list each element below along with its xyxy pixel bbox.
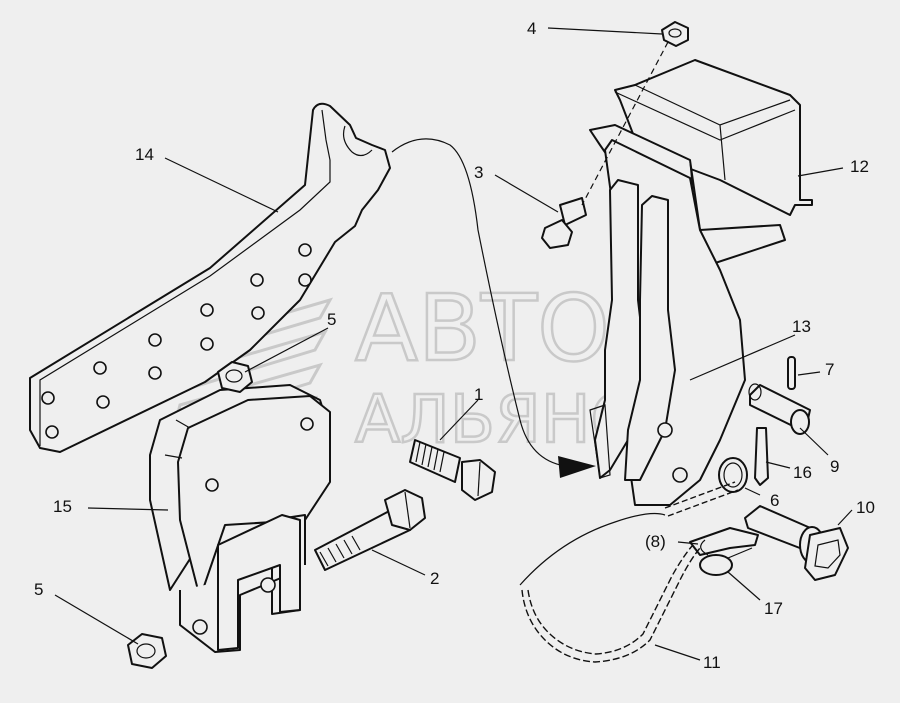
callout-3: 3: [474, 163, 483, 182]
callout-8: (8): [645, 532, 666, 551]
callout-9: 9: [830, 457, 839, 476]
hole: [45, 425, 59, 439]
hole: [672, 467, 688, 483]
callout-1: 1: [474, 385, 483, 404]
hole: [148, 366, 162, 380]
callout-5-top: 5: [327, 310, 336, 329]
hole: [96, 395, 110, 409]
hole: [300, 417, 314, 431]
watermark-line2: АЛЬЯНС: [355, 381, 637, 458]
callout-16: 16: [793, 463, 812, 482]
hole: [298, 273, 312, 287]
hole: [298, 243, 312, 257]
hole: [93, 361, 107, 375]
part-3-bolt: [541, 197, 587, 249]
watermark-logo: АВТО АЛЬЯНС: [157, 274, 638, 461]
part-6-ring: [718, 457, 748, 493]
callout-6: 6: [770, 491, 779, 510]
callout-17: 17: [764, 599, 783, 618]
callout-2: 2: [430, 569, 439, 588]
part-13-hitch: [589, 139, 746, 506]
assembly-arrow: [391, 138, 596, 478]
part-9-pin: [748, 383, 811, 435]
assembly-axis-line: [581, 41, 669, 206]
watermark-line1: АВТО: [355, 275, 610, 382]
part-11-chain: [519, 481, 739, 663]
callout-12: 12: [850, 157, 869, 176]
callout-15: 15: [53, 497, 72, 516]
part-8-lynch-pin: [689, 527, 759, 556]
callout-14: 14: [135, 145, 154, 164]
hole: [148, 333, 162, 347]
leader-lines: [54, 27, 853, 661]
part-2-bolt: [314, 489, 426, 571]
callout-13: 13: [792, 317, 811, 336]
part-14-bar: [29, 102, 391, 453]
callout-4: 4: [527, 19, 536, 38]
callout-10: 10: [856, 498, 875, 517]
callout-11: 11: [703, 653, 721, 672]
hole: [41, 391, 55, 405]
part-17-ring: [699, 547, 753, 576]
part-5-nut-bottom: [127, 633, 167, 669]
arrow-head-icon: [558, 456, 596, 478]
part-16-cotter-pin: [754, 427, 769, 486]
hole: [251, 306, 265, 320]
callout-labels: 4 3 12 14 5 13 7 1 9 16 6 15 10 (8) 2 5 …: [34, 19, 875, 672]
part-10-loop-pin: [744, 505, 849, 581]
hole: [657, 422, 673, 438]
hole: [260, 577, 276, 593]
callout-5-bottom: 5: [34, 580, 43, 599]
callout-7: 7: [825, 360, 834, 379]
part-5-nut-top: [217, 361, 253, 393]
part-15-bracket: [149, 384, 331, 653]
part-4-nut: [661, 21, 689, 47]
hole: [205, 478, 219, 492]
hole: [250, 273, 264, 287]
part-1-bolt: [409, 439, 496, 501]
hole: [200, 303, 214, 317]
hole: [192, 619, 208, 635]
part-7-spring-pin: [787, 356, 796, 390]
hole: [200, 337, 214, 351]
